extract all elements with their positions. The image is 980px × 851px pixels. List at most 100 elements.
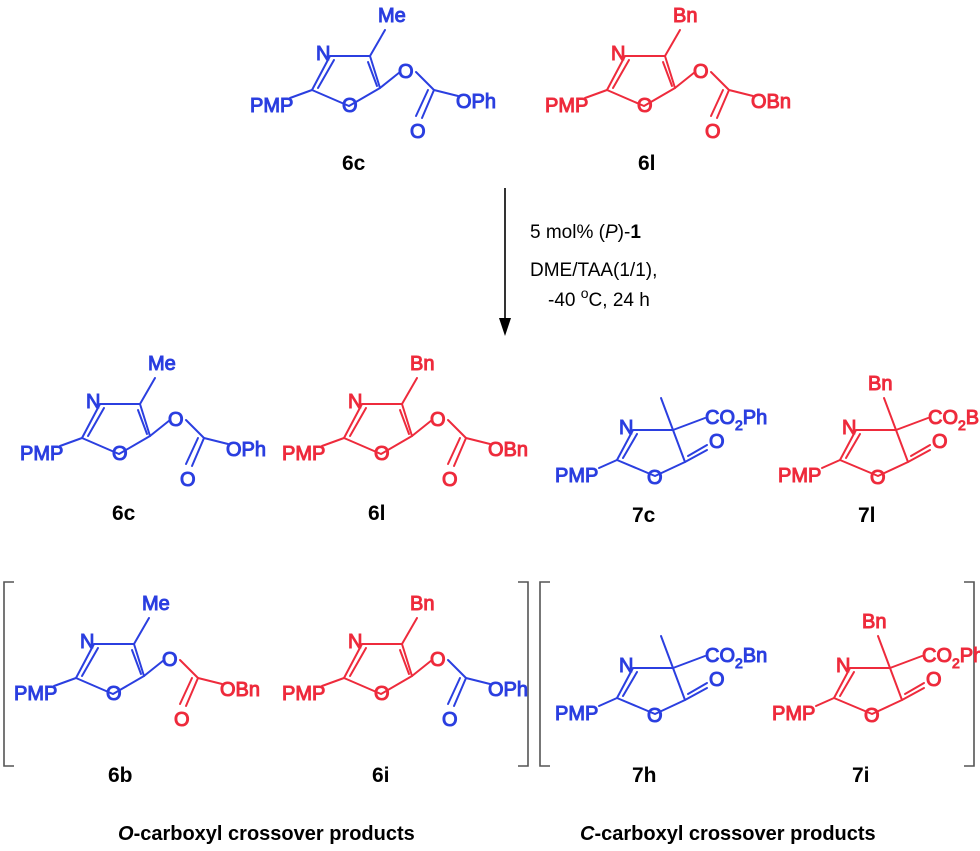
- structure-part: O OPh: [442, 659, 529, 732]
- label-6i: 6i: [372, 764, 390, 787]
- atom-label: CO: [928, 407, 958, 429]
- bracket-c-right: [964, 581, 975, 767]
- atom-label: O: [374, 683, 390, 705]
- atom-label: OBn: [488, 439, 528, 461]
- bond-line: [910, 444, 931, 457]
- atom-label: N: [348, 391, 362, 413]
- reaction-conditions: 5 mol% (P)-1 DME/TAA(1/1), -40 oC, 24 h: [530, 222, 657, 311]
- bond-line: [895, 417, 929, 431]
- atom-label: Bn: [862, 611, 886, 633]
- atom-label: 2: [735, 655, 743, 671]
- bond-line: [289, 89, 313, 99]
- bond-line: [75, 643, 145, 695]
- bond-line: [687, 444, 708, 457]
- bond-line: [81, 647, 99, 677]
- bond-line: [598, 697, 618, 707]
- atom-label: C: [580, 823, 595, 845]
- atom-label: Bn: [410, 593, 434, 615]
- bond-line: [369, 29, 386, 57]
- structure-6c-product: Me N O O O OPh PMP: [20, 353, 267, 492]
- bond-line: [349, 407, 367, 437]
- bond-line: [401, 617, 418, 645]
- bond-line: [664, 29, 681, 57]
- atom-label: Me: [378, 5, 406, 27]
- bond-line: [411, 659, 433, 677]
- bond-line: [379, 71, 401, 89]
- atom-label: O: [112, 443, 128, 465]
- bond-line: [889, 655, 923, 669]
- bond-line: [321, 677, 345, 687]
- atom-label: O: [442, 709, 458, 731]
- bond-line: [87, 407, 105, 437]
- structure-6b: Me N O O PMP O OBn: [14, 593, 261, 732]
- bond-line: [131, 649, 142, 675]
- bond-line: [684, 687, 708, 701]
- bond-line: [598, 459, 618, 469]
- bond-line: [433, 89, 459, 97]
- bond-line: [149, 419, 171, 437]
- bond-line: [203, 437, 229, 445]
- oxazole-6c: Me N O O O OPh PMP: [250, 5, 497, 144]
- atom-label: C, 24 h: [589, 290, 650, 311]
- bracket-o-right: [518, 581, 529, 767]
- structure-7i: Bn N O O CO2Ph PMP: [772, 611, 980, 728]
- bond-line: [901, 687, 925, 701]
- structure-part: Bn N O O O OBn PMP: [282, 353, 529, 492]
- atom-label: OPh: [488, 679, 528, 701]
- bond-line: [728, 89, 754, 97]
- atom-label: Ph: [743, 407, 767, 429]
- bracket-c-left: [539, 581, 550, 767]
- atom-label: PMP: [14, 683, 57, 705]
- structure-part: N O O CO2Ph PMP: [555, 397, 768, 490]
- atom-label: PMP: [772, 703, 815, 725]
- atom-label: PMP: [282, 683, 325, 705]
- atom-label: O: [342, 95, 358, 117]
- bond-line: [185, 437, 199, 465]
- atom-label: O: [709, 431, 725, 453]
- bond-line: [616, 429, 686, 477]
- structure-6i: Bn N O O PMP O OPh: [282, 593, 529, 732]
- bond-line: [447, 437, 461, 465]
- atom-label: PMP: [545, 95, 588, 117]
- structure-part: Bn N O O CO2Bn PMP: [778, 373, 980, 490]
- atom-label: O: [118, 823, 134, 845]
- atom-label: O: [705, 121, 721, 143]
- bond-line: [179, 677, 193, 705]
- bracket-o-left: [3, 581, 14, 767]
- atom-label: N: [619, 655, 633, 677]
- atom-label: O: [168, 409, 184, 431]
- bond-line: [684, 449, 708, 463]
- bond-line: [622, 671, 638, 697]
- structure-part: Bn N O O CO2Ph PMP: [772, 611, 980, 728]
- bond-line: [687, 682, 708, 695]
- atom-label: 2: [952, 655, 960, 671]
- atom-label: CO2Bn: [928, 407, 980, 433]
- atom-label: O: [864, 705, 880, 727]
- structure-6l-product: Bn N O O O OBn PMP: [282, 353, 529, 492]
- bond-line: [907, 449, 931, 463]
- atom-label: O: [709, 669, 725, 691]
- atom-label: N: [86, 391, 100, 413]
- bond-line: [367, 61, 378, 87]
- atom-label: CO: [922, 645, 952, 667]
- atom-label: Bn: [673, 5, 697, 27]
- bond-line: [845, 433, 861, 459]
- bond-line: [584, 89, 608, 99]
- bond-line: [672, 655, 706, 669]
- bond-line: [662, 61, 673, 87]
- atom-label: PMP: [555, 465, 598, 487]
- atom-label: N: [316, 43, 330, 65]
- atom-label: DME/TAA(1/1),: [530, 260, 657, 281]
- atom-label: N: [619, 417, 633, 439]
- atom-label: N: [842, 417, 856, 439]
- structure-7h: N O O CO2Bn PMP: [555, 635, 768, 728]
- atom-label: CO2Ph: [922, 645, 980, 671]
- bond-line: [833, 667, 903, 715]
- atom-label: O: [374, 443, 390, 465]
- bond-line: [815, 697, 835, 707]
- atom-label: O: [442, 469, 458, 491]
- bond-line: [321, 437, 345, 447]
- bond-line: [606, 55, 676, 107]
- atom-label: CO2Bn: [705, 645, 767, 671]
- bond-line: [343, 403, 413, 455]
